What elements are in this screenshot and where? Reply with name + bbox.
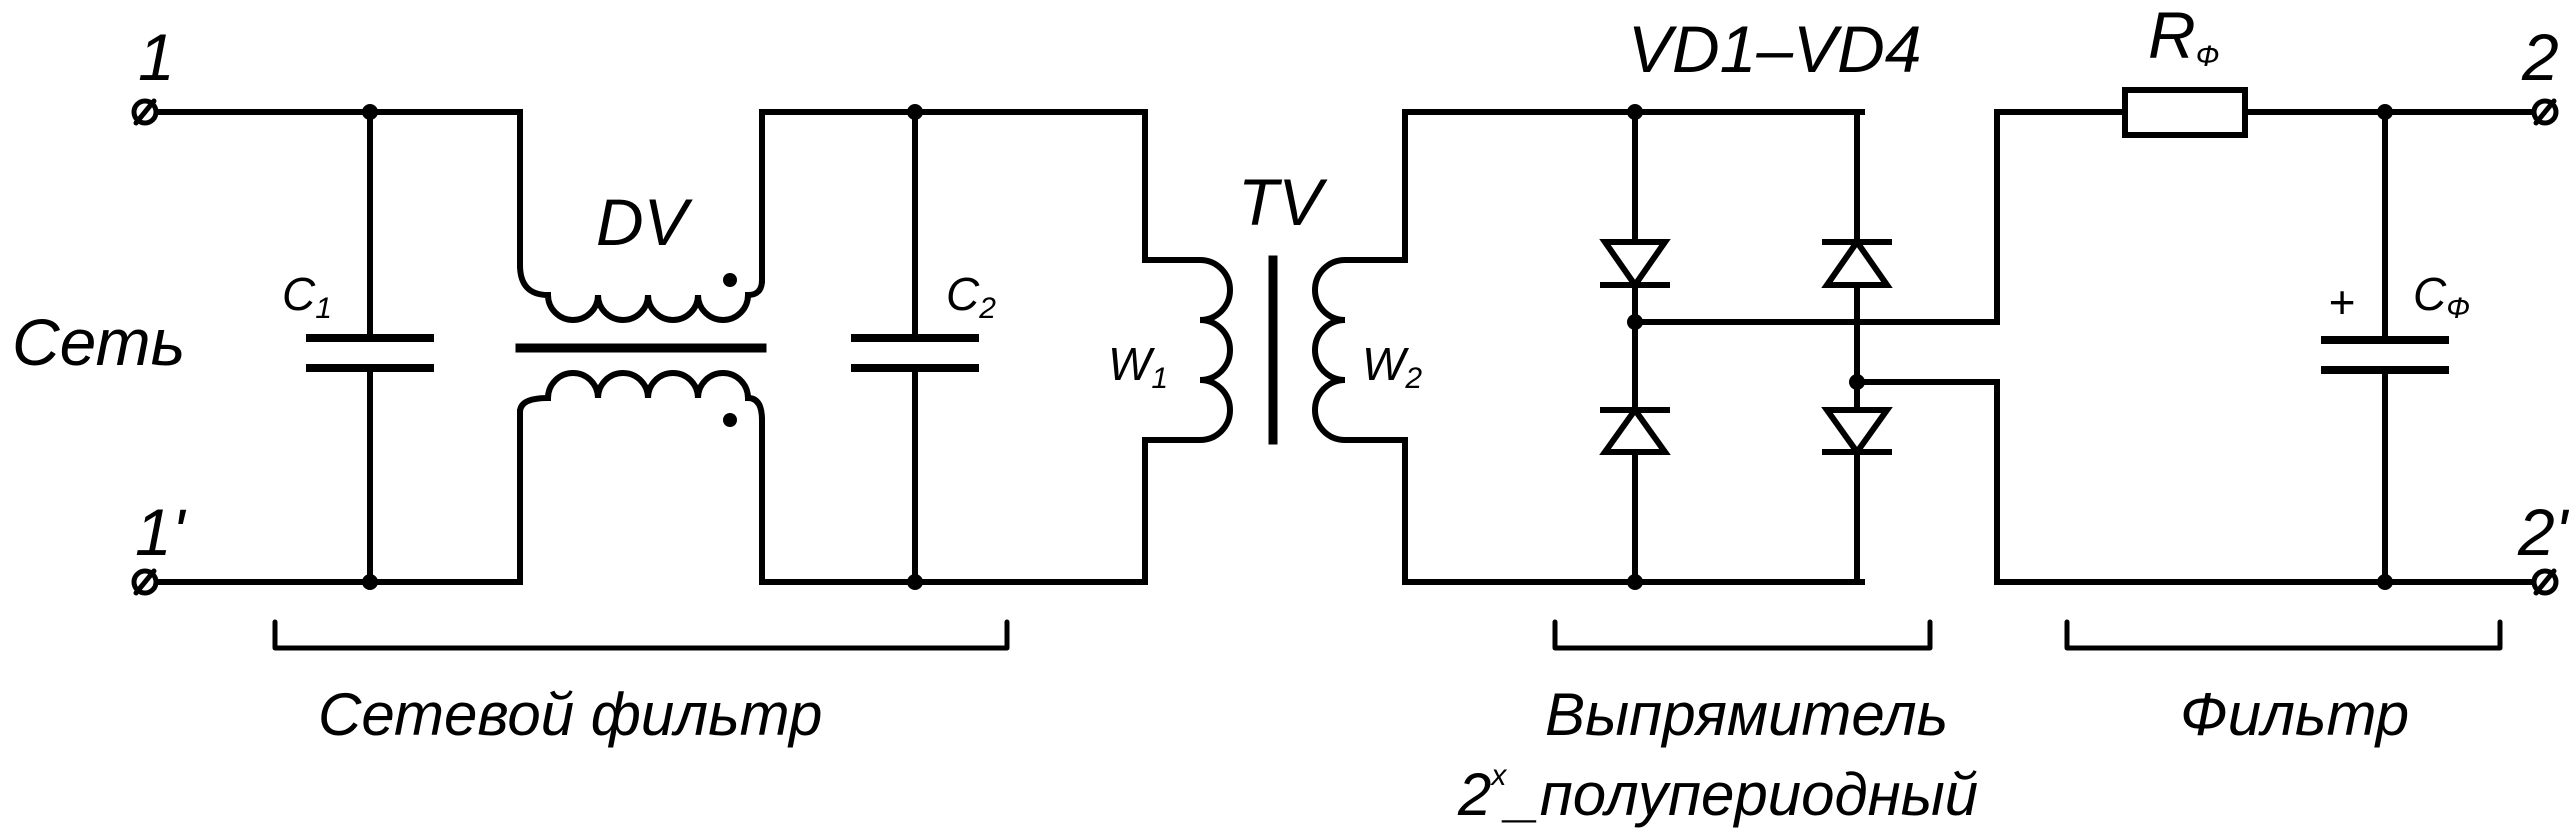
- capacitor-c1: [306, 334, 434, 372]
- bracket-line-filter: [272, 619, 1010, 651]
- winding-w2-label: W2: [1362, 338, 1422, 395]
- transformer-tv: [1142, 255, 1408, 445]
- junction-dot: [1627, 574, 1643, 590]
- terminal-in-top: [131, 98, 159, 126]
- bridge-wiring: [1402, 109, 2548, 585]
- resistor-rf: [2122, 87, 2248, 138]
- choke-dv: [515, 261, 767, 427]
- terminal-out-top: [2531, 98, 2559, 126]
- diode-vd-right-bottom: [1821, 407, 1893, 458]
- terminal-in-bottom-label: 1': [135, 495, 187, 569]
- junction-dot: [1627, 104, 1643, 120]
- junction-dot: [907, 104, 923, 120]
- junction-dot: [362, 574, 378, 590]
- transformer-tv-label: TV: [1238, 165, 1328, 239]
- junction-dot: [1627, 314, 1643, 330]
- terminal-out-bottom-label: 2': [2517, 495, 2569, 569]
- bracket-rectifier: [1552, 619, 1933, 651]
- bracket-output-filter: [2064, 619, 2503, 651]
- junction-dot: [1849, 374, 1865, 390]
- choke-dv-label: DV: [596, 185, 694, 259]
- junction-dot: [2377, 574, 2393, 590]
- section-rectifier-label-line2: 2х_полупериодный: [1457, 759, 1978, 828]
- section-line-filter-label: Сетевой фильтр: [318, 681, 822, 748]
- capacitor-cf: [2321, 336, 2449, 374]
- terminal-out-top-label: 2: [2521, 20, 2559, 94]
- mains-label: Сеть: [12, 305, 185, 379]
- output-filter-wiring: [2242, 109, 2548, 585]
- junction-dot: [2377, 104, 2393, 120]
- terminal-in-bottom: [131, 568, 159, 596]
- choke-output-wiring: [759, 109, 1148, 585]
- terminal-in-top-label: 1: [138, 20, 175, 94]
- resistor-rf-label: RФ: [2148, 0, 2220, 73]
- capacitor-polarity-label: +: [2328, 276, 2355, 328]
- junction-dot: [362, 104, 378, 120]
- capacitor-c1-label: C1: [282, 268, 332, 325]
- winding-w1-label: W1: [1108, 338, 1168, 395]
- junction-dot: [907, 574, 923, 590]
- capacitor-cf-label: CФ: [2413, 268, 2470, 325]
- capacitor-c2: [851, 334, 979, 372]
- section-rectifier-label-line1: Выпрямитель: [1545, 681, 1948, 748]
- section-output-filter-label: Фильтр: [2180, 681, 2409, 748]
- diodes-label: VD1–VD4: [1628, 12, 1922, 86]
- input-wiring: [142, 109, 523, 585]
- diode-vd-left-top: [1599, 239, 1671, 291]
- diode-vd-left-bottom: [1599, 404, 1671, 455]
- capacitor-c2-label: C2: [946, 268, 996, 325]
- diode-vd-right-top: [1821, 236, 1893, 288]
- terminal-out-bottom: [2531, 568, 2559, 596]
